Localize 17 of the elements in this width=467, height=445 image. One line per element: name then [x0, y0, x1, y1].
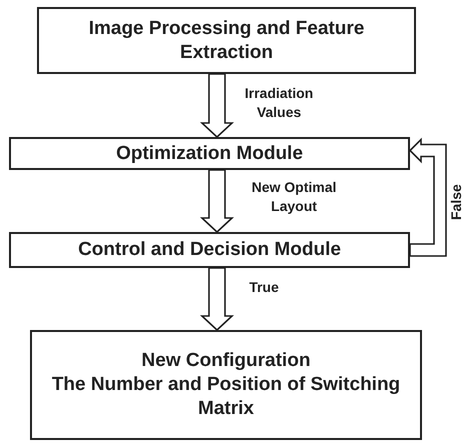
edge-label: False: [449, 184, 463, 220]
process-box: [9, 232, 410, 268]
box-title: Optimization Module: [116, 142, 303, 166]
process-box: [9, 137, 410, 170]
edge-label: Irradiation Values: [244, 84, 314, 122]
hollow-arrow: [200, 73, 234, 138]
box-text: The Number and Position of Switching Matrix: [50, 373, 402, 421]
box-title: New Configuration: [142, 349, 310, 374]
box-title: Image Processing and Feature Extraction: [88, 16, 366, 64]
edge-label: New Optimal Layout: [250, 178, 338, 216]
hollow-arrow: [200, 169, 234, 234]
process-box: [37, 7, 416, 74]
hollow-arrow: [408, 138, 447, 257]
box-title: Control and Decision Module: [78, 238, 341, 262]
hollow-arrow: [200, 267, 234, 332]
process-box: [30, 330, 422, 440]
edge-label: True: [248, 278, 280, 297]
